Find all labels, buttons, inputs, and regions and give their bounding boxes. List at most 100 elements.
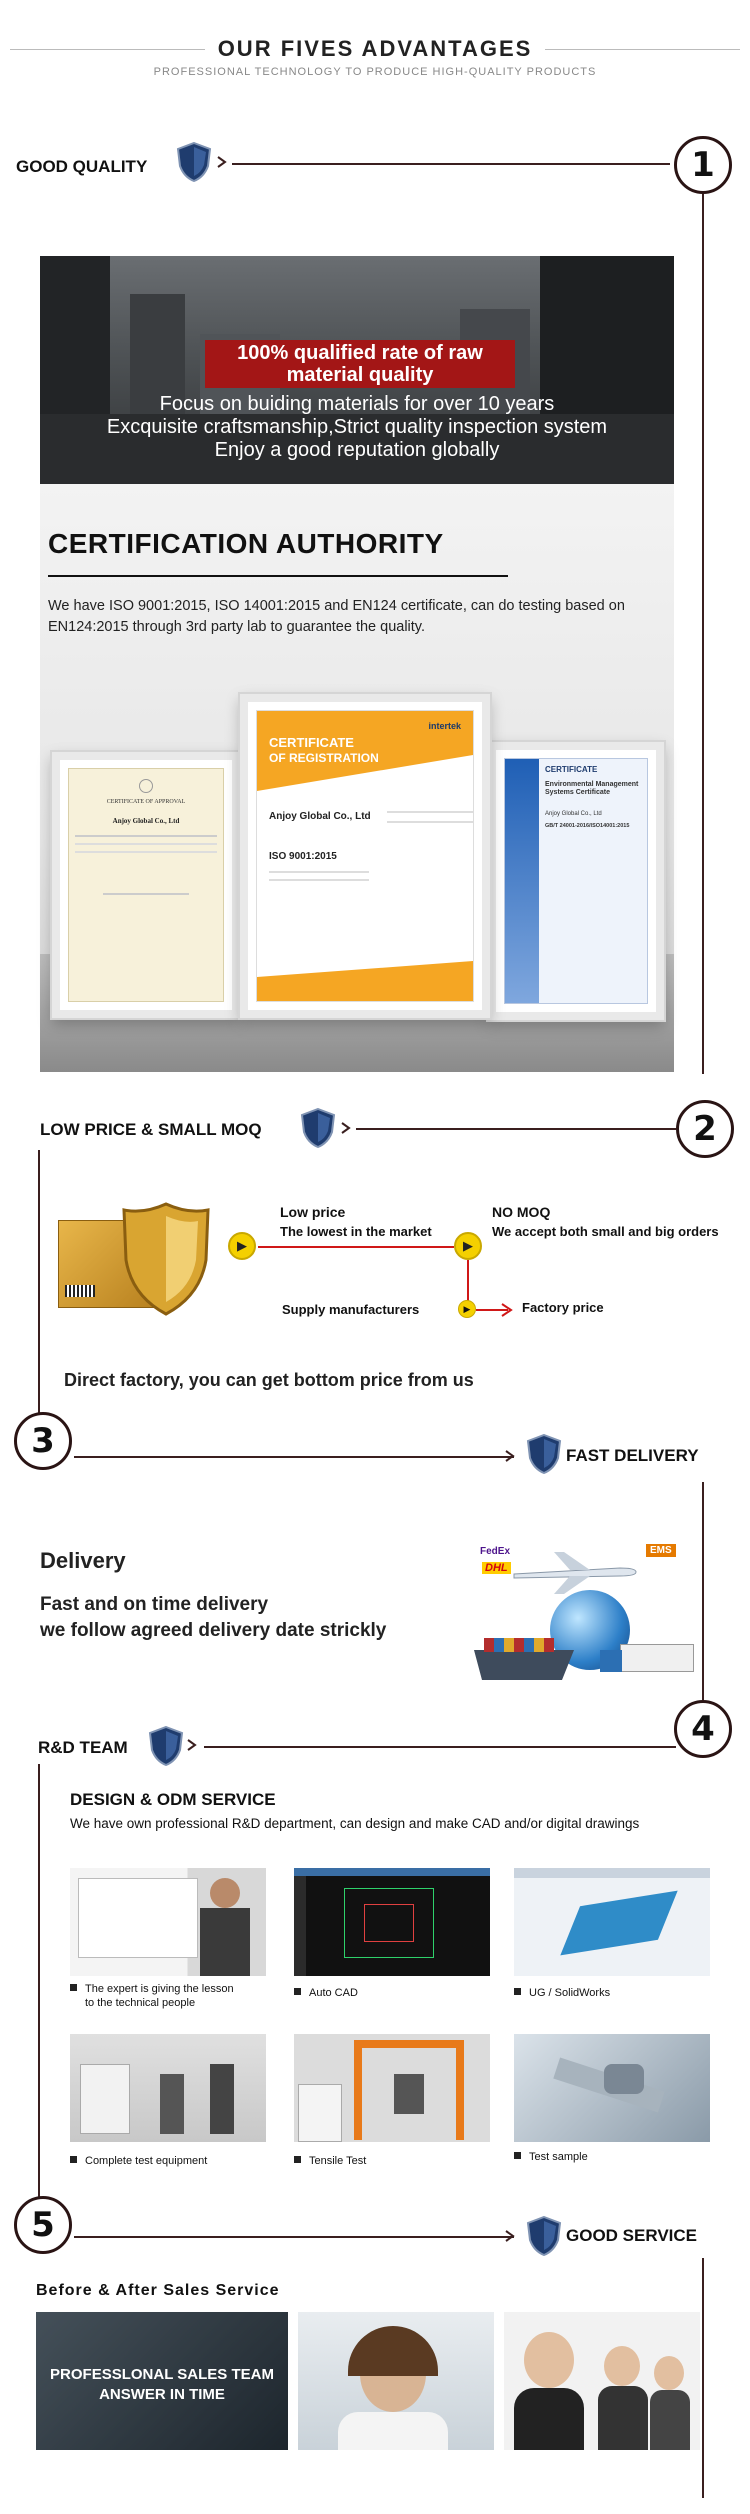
cert-right-heading: CERTIFICATE (545, 765, 598, 774)
delivery-line-1: Fast and on time delivery (40, 1594, 269, 1615)
certificate-registration: intertek CERTIFICATE OF REGISTRATION Anj… (240, 694, 490, 1018)
factory-price-label: Factory price (522, 1300, 604, 1315)
section-connector-line (232, 163, 670, 165)
logistics-illustration: FedEx DHL EMS (470, 1534, 700, 1704)
quality-line-1: Focus on buiding materials for over 10 y… (159, 393, 555, 415)
section-connector-line (74, 1456, 514, 1458)
section-side-line (702, 1482, 704, 1700)
service-heading: Before & After Sales Service (36, 2282, 280, 2299)
section-title-price: LOW PRICE & SMALL MOQ (40, 1120, 262, 1139)
fedex-logo: FedEx (480, 1546, 511, 1557)
cert-right-standard: GB/T 24001-2016/ISO14001:2015 (545, 823, 630, 829)
section-side-line (38, 1764, 40, 2204)
supply-label: Supply manufacturers (282, 1302, 420, 1317)
caption-bullet (70, 2156, 77, 2163)
tensile-test-photo (294, 2034, 490, 2142)
support-agent-photo (298, 2312, 494, 2450)
section-side-line (702, 194, 704, 1074)
solidworks-screenshot (514, 1868, 710, 1976)
section-connector-line (74, 2236, 514, 2238)
no-moq-desc: We accept both small and big orders (492, 1224, 719, 1239)
test-equipment-photo (70, 2034, 266, 2142)
sales-overlay-2: ANSWER IN TIME (99, 2386, 225, 2403)
section-connector-line (356, 1128, 676, 1130)
section-number-4: 4 (674, 1700, 732, 1758)
quality-line-3: Enjoy a good reputation globally (214, 439, 500, 461)
gold-shield-icon (122, 1202, 210, 1316)
shield-icon (300, 1108, 336, 1148)
shield-icon (148, 1726, 184, 1766)
sales-team-photo: PROFESSLONAL SALES TEAM ANSWER IN TIME (36, 2312, 288, 2450)
section-connector-line (204, 1746, 676, 1748)
play-icon: ▶ (454, 1232, 482, 1260)
caption-test-equipment: Complete test equipment (70, 2154, 207, 2168)
cert-left-heading: CERTIFICATE OF APPROVAL (106, 799, 186, 805)
cert-left-company: Anjoy Global Co., Ltd (112, 817, 180, 825)
chevron-right-icon (505, 2230, 515, 2242)
cert-center-heading-1: CERTIFICATE (269, 735, 354, 750)
rnd-body: We have own professional R&D department,… (70, 1816, 640, 1831)
quality-badge: 100% qualified rate of raw material qual… (205, 340, 515, 388)
caption-bullet (294, 1988, 301, 1995)
caption-test-sample: Test sample (514, 2150, 588, 2164)
chevron-right-icon (187, 1739, 197, 1751)
dhl-logo: DHL (482, 1562, 511, 1574)
title-rule-right (545, 49, 740, 50)
caption-lesson-2: to the technical people (85, 1997, 196, 2009)
certification-text: We have ISO 9001:2015, ISO 14001:2015 an… (48, 598, 625, 635)
flow-arrow-down (467, 1260, 469, 1310)
shield-icon (526, 2216, 562, 2256)
section-title-rnd: R&D TEAM (38, 1738, 128, 1757)
low-price-label: Low price (280, 1204, 346, 1220)
lesson-photo (70, 1868, 266, 1976)
flow-arrow-line (258, 1246, 454, 1248)
quality-line-2: Excquisite craftsmanship,Strict quality … (106, 416, 608, 438)
page-title: OUR FIVES ADVANTAGES (217, 36, 533, 61)
certificate-approval: CERTIFICATE OF APPROVAL Anjoy Global Co.… (52, 752, 240, 1018)
section-side-line (38, 1150, 40, 1420)
play-icon: ▶ (458, 1300, 476, 1318)
section-title-delivery: FAST DELIVERY (566, 1446, 699, 1465)
page-subtitle: PROFESSIONAL TECHNOLOGY TO PRODUCE HIGH-… (153, 66, 597, 78)
section-title-quality: GOOD QUALITY (16, 157, 148, 176)
section-title-service: GOOD SERVICE (566, 2226, 697, 2245)
cert-center-heading-2: OF REGISTRATION (269, 751, 379, 765)
caption-bullet (70, 1984, 77, 1991)
section-side-line (702, 2258, 704, 2498)
caption-tensile-test: Tensile Test (294, 2154, 366, 2168)
cert-center-company: Anjoy Global Co., Ltd (269, 811, 371, 822)
badge-line-1: 100% qualified rate of raw (237, 342, 483, 364)
direct-factory-text: Direct factory, you can get bottom price… (64, 1370, 474, 1390)
cert-center-standard: ISO 9001:2015 (269, 851, 337, 862)
play-icon: ▶ (228, 1232, 256, 1260)
rnd-heading: DESIGN & ODM SERVICE (70, 1790, 276, 1809)
title-rule-left (10, 49, 205, 50)
caption-bullet (514, 2152, 521, 2159)
section-number-5: 5 (14, 2196, 72, 2254)
test-sample-photo (514, 2034, 710, 2142)
cert-right-sub: Environmental Management Systems Certifi… (545, 781, 639, 796)
chevron-right-icon (505, 1450, 515, 1462)
caption-bullet (294, 2156, 301, 2163)
call-center-photo (504, 2312, 700, 2450)
certification-title: CERTIFICATION AUTHORITY (48, 528, 444, 559)
intertek-logo: intertek (428, 721, 461, 731)
chevron-right-icon (217, 156, 227, 168)
section-number-3: 3 (14, 1412, 72, 1470)
arrow-right-icon (501, 1303, 513, 1317)
section-number-2: 2 (676, 1100, 734, 1158)
sales-overlay-1: PROFESSLONAL SALES TEAM (50, 2366, 274, 2383)
caption-autocad: Auto CAD (294, 1986, 358, 2000)
certificate-environmental: CERTIFICATE Environmental Management Sys… (488, 742, 664, 1020)
badge-line-2: material quality (286, 364, 434, 386)
autocad-screenshot (294, 1868, 490, 1976)
cert-right-company: Anjoy Global Co., Ltd (545, 811, 602, 817)
delivery-line-2: we follow agreed delivery date strickly (40, 1620, 387, 1641)
shield-icon (526, 1434, 562, 1474)
no-moq-label: NO MOQ (492, 1204, 551, 1220)
low-price-desc: The lowest in the market (280, 1224, 432, 1239)
caption-lesson: The expert is giving the lesson (70, 1982, 234, 1996)
delivery-heading: Delivery (40, 1548, 126, 1573)
caption-solidworks: UG / SolidWorks (514, 1986, 610, 2000)
section-number-1: 1 (674, 136, 732, 194)
